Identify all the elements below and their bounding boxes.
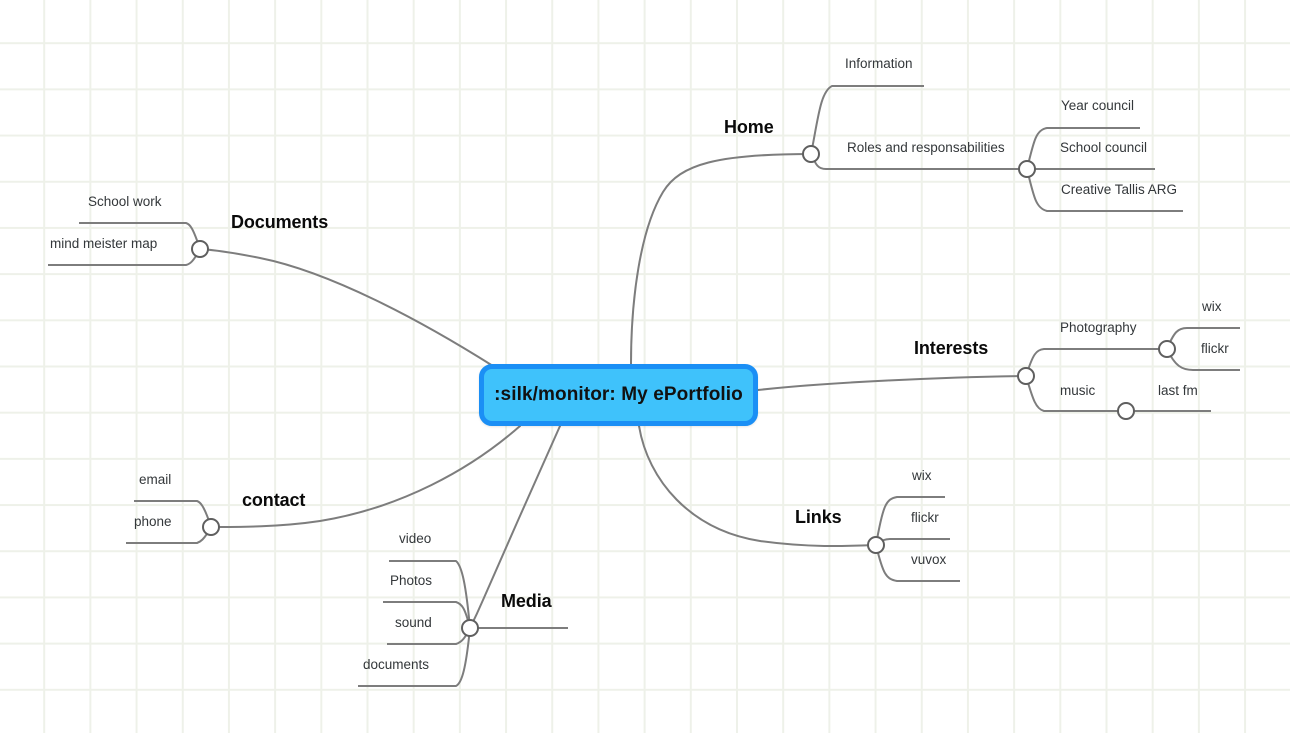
node-label-media-documents[interactable]: documents [363, 657, 430, 672]
node-label-links-flickr[interactable]: flickr [911, 510, 939, 525]
branch-label-links[interactable]: Links [795, 507, 842, 527]
node-label-home-roles-and-responsabilities[interactable]: Roles and responsabilities [847, 140, 1005, 155]
connector-roles-creative-tallis [1026, 168, 1048, 212]
branch-label-home[interactable]: Home [724, 117, 774, 137]
node-label-links-wix[interactable]: wix [912, 468, 932, 483]
node-label-photography-wix[interactable]: wix [1202, 299, 1222, 314]
root-node-label: :silk/monitor: My ePortfolio [494, 384, 743, 405]
connector-contact-email [196, 500, 212, 528]
node-label-music-last-fm[interactable]: last fm [1158, 383, 1198, 398]
connector-links-wix [875, 496, 898, 546]
node-label-contact-email[interactable]: email [139, 472, 172, 487]
branch-label-documents[interactable]: Documents [231, 212, 329, 232]
connector-photography-flickr [1166, 348, 1194, 371]
node-label-photography-flickr[interactable]: flickr [1201, 341, 1229, 356]
node-label-roles-and-responsabilities-creative-tallis-arg[interactable]: Creative Tallis ARG [1061, 182, 1178, 197]
node-label-home-information[interactable]: Information [845, 56, 913, 71]
branch-label-media[interactable]: Media [501, 591, 552, 611]
hub-contact[interactable] [202, 518, 220, 536]
connector-media-photos [455, 601, 471, 629]
hub-documents[interactable] [191, 240, 209, 258]
connector-photography-wix [1166, 327, 1188, 350]
connector-home-information [810, 85, 833, 155]
node-label-documents-mind-meister-map[interactable]: mind meister map [50, 236, 158, 251]
connector-home-roles [810, 153, 827, 170]
node-label-roles-and-responsabilities-year-council[interactable]: Year council [1061, 98, 1135, 113]
branch-label-contact[interactable]: contact [242, 490, 306, 510]
branch-curve-contact [210, 425, 521, 528]
hub-home-roles-and-responsabilities[interactable] [1018, 160, 1036, 178]
hub-interests[interactable] [1017, 367, 1035, 385]
connector-interests-music [1025, 375, 1045, 412]
hub-media[interactable] [461, 619, 479, 637]
branch-label-interests[interactable]: Interests [914, 338, 989, 358]
root-node[interactable]: :silk/monitor: My ePortfolio [479, 364, 758, 426]
node-label-media-sound[interactable]: sound [395, 615, 432, 630]
connector-interests-photography [1025, 348, 1045, 377]
node-label-interests-photography[interactable]: Photography [1060, 320, 1137, 335]
hub-interests-photography[interactable] [1158, 340, 1176, 358]
branch-curve-documents [199, 248, 494, 367]
branch-curve-interests [757, 375, 1027, 391]
connector-roles-year-council [1026, 127, 1048, 170]
node-label-media-video[interactable]: video [399, 531, 432, 546]
connector-documents-school-work [185, 222, 201, 250]
node-label-documents-school-work[interactable]: School work [88, 194, 162, 209]
connector-documents-mind-meister-map [185, 248, 201, 266]
node-label-interests-music[interactable]: music [1060, 383, 1096, 398]
connector-links-vuvox [875, 544, 898, 582]
hub-home[interactable] [802, 145, 820, 163]
hub-links[interactable] [867, 536, 885, 554]
hub-interests-music[interactable] [1117, 402, 1135, 420]
node-label-media-photos[interactable]: Photos [390, 573, 433, 588]
branch-curve-links [638, 425, 877, 548]
connector-media-video [455, 560, 471, 629]
connector-media-documents [455, 627, 471, 687]
connector-media-sound [455, 627, 471, 645]
branch-curve-home [630, 153, 812, 365]
connector-contact-phone [196, 526, 212, 544]
node-label-roles-and-responsabilities-school-council[interactable]: School council [1060, 140, 1148, 155]
node-label-links-vuvox[interactable]: vuvox [911, 552, 947, 567]
node-label-contact-phone[interactable]: phone [134, 514, 172, 529]
connector-links-flickr [875, 538, 892, 546]
